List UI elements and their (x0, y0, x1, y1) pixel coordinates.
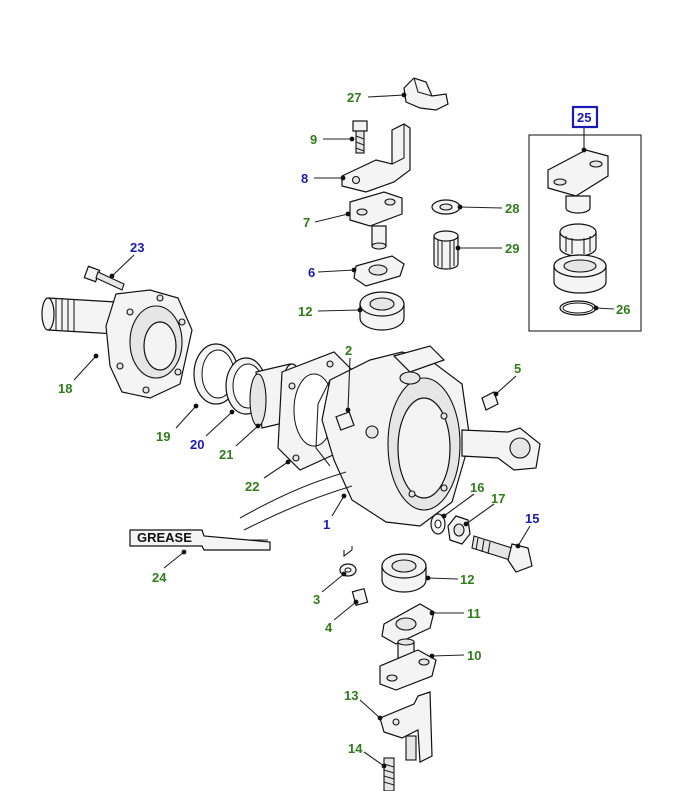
callout-17: 17 (491, 491, 505, 506)
callout-25: 25 (577, 110, 591, 125)
callout-28: 28 (505, 201, 519, 216)
callout-23: 23 (130, 240, 144, 255)
part-13-bracket (379, 691, 433, 763)
part-11-shim (381, 603, 435, 645)
callout-9: 9 (310, 132, 317, 147)
callout-7: 7 (303, 215, 310, 230)
part-25-kit-box (528, 134, 642, 332)
part-6-shim (353, 255, 405, 287)
callout-19: 19 (156, 429, 170, 444)
part-10-lower-pin (379, 638, 437, 691)
part-16-washer (430, 513, 446, 535)
callout-15: 15 (525, 511, 539, 526)
callout-18: 18 (58, 381, 72, 396)
callout-26: 26 (616, 302, 630, 317)
part-18-stub-axle (41, 289, 193, 399)
callout-20: 20 (190, 437, 204, 452)
callout-1: 1 (323, 517, 330, 532)
part-14-bolt (383, 757, 395, 791)
callout-11: 11 (467, 606, 481, 621)
callout-10: 10 (467, 648, 481, 663)
part-1-swivel-housing (315, 345, 541, 527)
callout-21: 21 (219, 447, 233, 462)
callout-25-box (571, 105, 599, 129)
callout-2: 2 (345, 343, 352, 358)
part-7-pin-housing (349, 191, 403, 250)
part-28-washer (431, 199, 461, 215)
part-17-nut (447, 515, 471, 545)
part-27-clip (403, 77, 449, 111)
leader-lines (73, 92, 615, 769)
part-5-breather (481, 391, 499, 411)
grease-label: GREASE (137, 530, 192, 545)
part-12-lower-bearing (381, 553, 427, 593)
callout-14: 14 (348, 741, 363, 756)
callout-8: 8 (301, 171, 308, 186)
part-12-top-bearing (359, 291, 405, 331)
part-15-bolt (471, 535, 533, 573)
callout-29: 29 (505, 241, 519, 256)
part-24-grease-tube: GREASE (129, 529, 271, 551)
callout-3: 3 (313, 592, 320, 607)
part-8-bracket (341, 123, 411, 193)
callout-4: 4 (325, 620, 333, 635)
callout-12-lower: 12 (460, 572, 474, 587)
part-9-bolt (352, 120, 368, 154)
part-29-roller-bearing (433, 230, 459, 270)
callout-24: 24 (152, 570, 167, 585)
callout-5: 5 (514, 361, 521, 376)
part-23-bolt (83, 265, 125, 291)
callout-labels: 27 25 9 8 7 28 29 6 12 23 26 18 2 5 19 2… (58, 90, 630, 756)
callout-6: 6 (308, 265, 315, 280)
callout-16: 16 (470, 480, 484, 495)
callout-12-top: 12 (298, 304, 312, 319)
callout-13: 13 (344, 688, 358, 703)
harness-lines (238, 471, 353, 558)
part-2-plug (335, 411, 355, 431)
callout-22: 22 (245, 479, 259, 494)
callout-27: 27 (347, 90, 361, 105)
